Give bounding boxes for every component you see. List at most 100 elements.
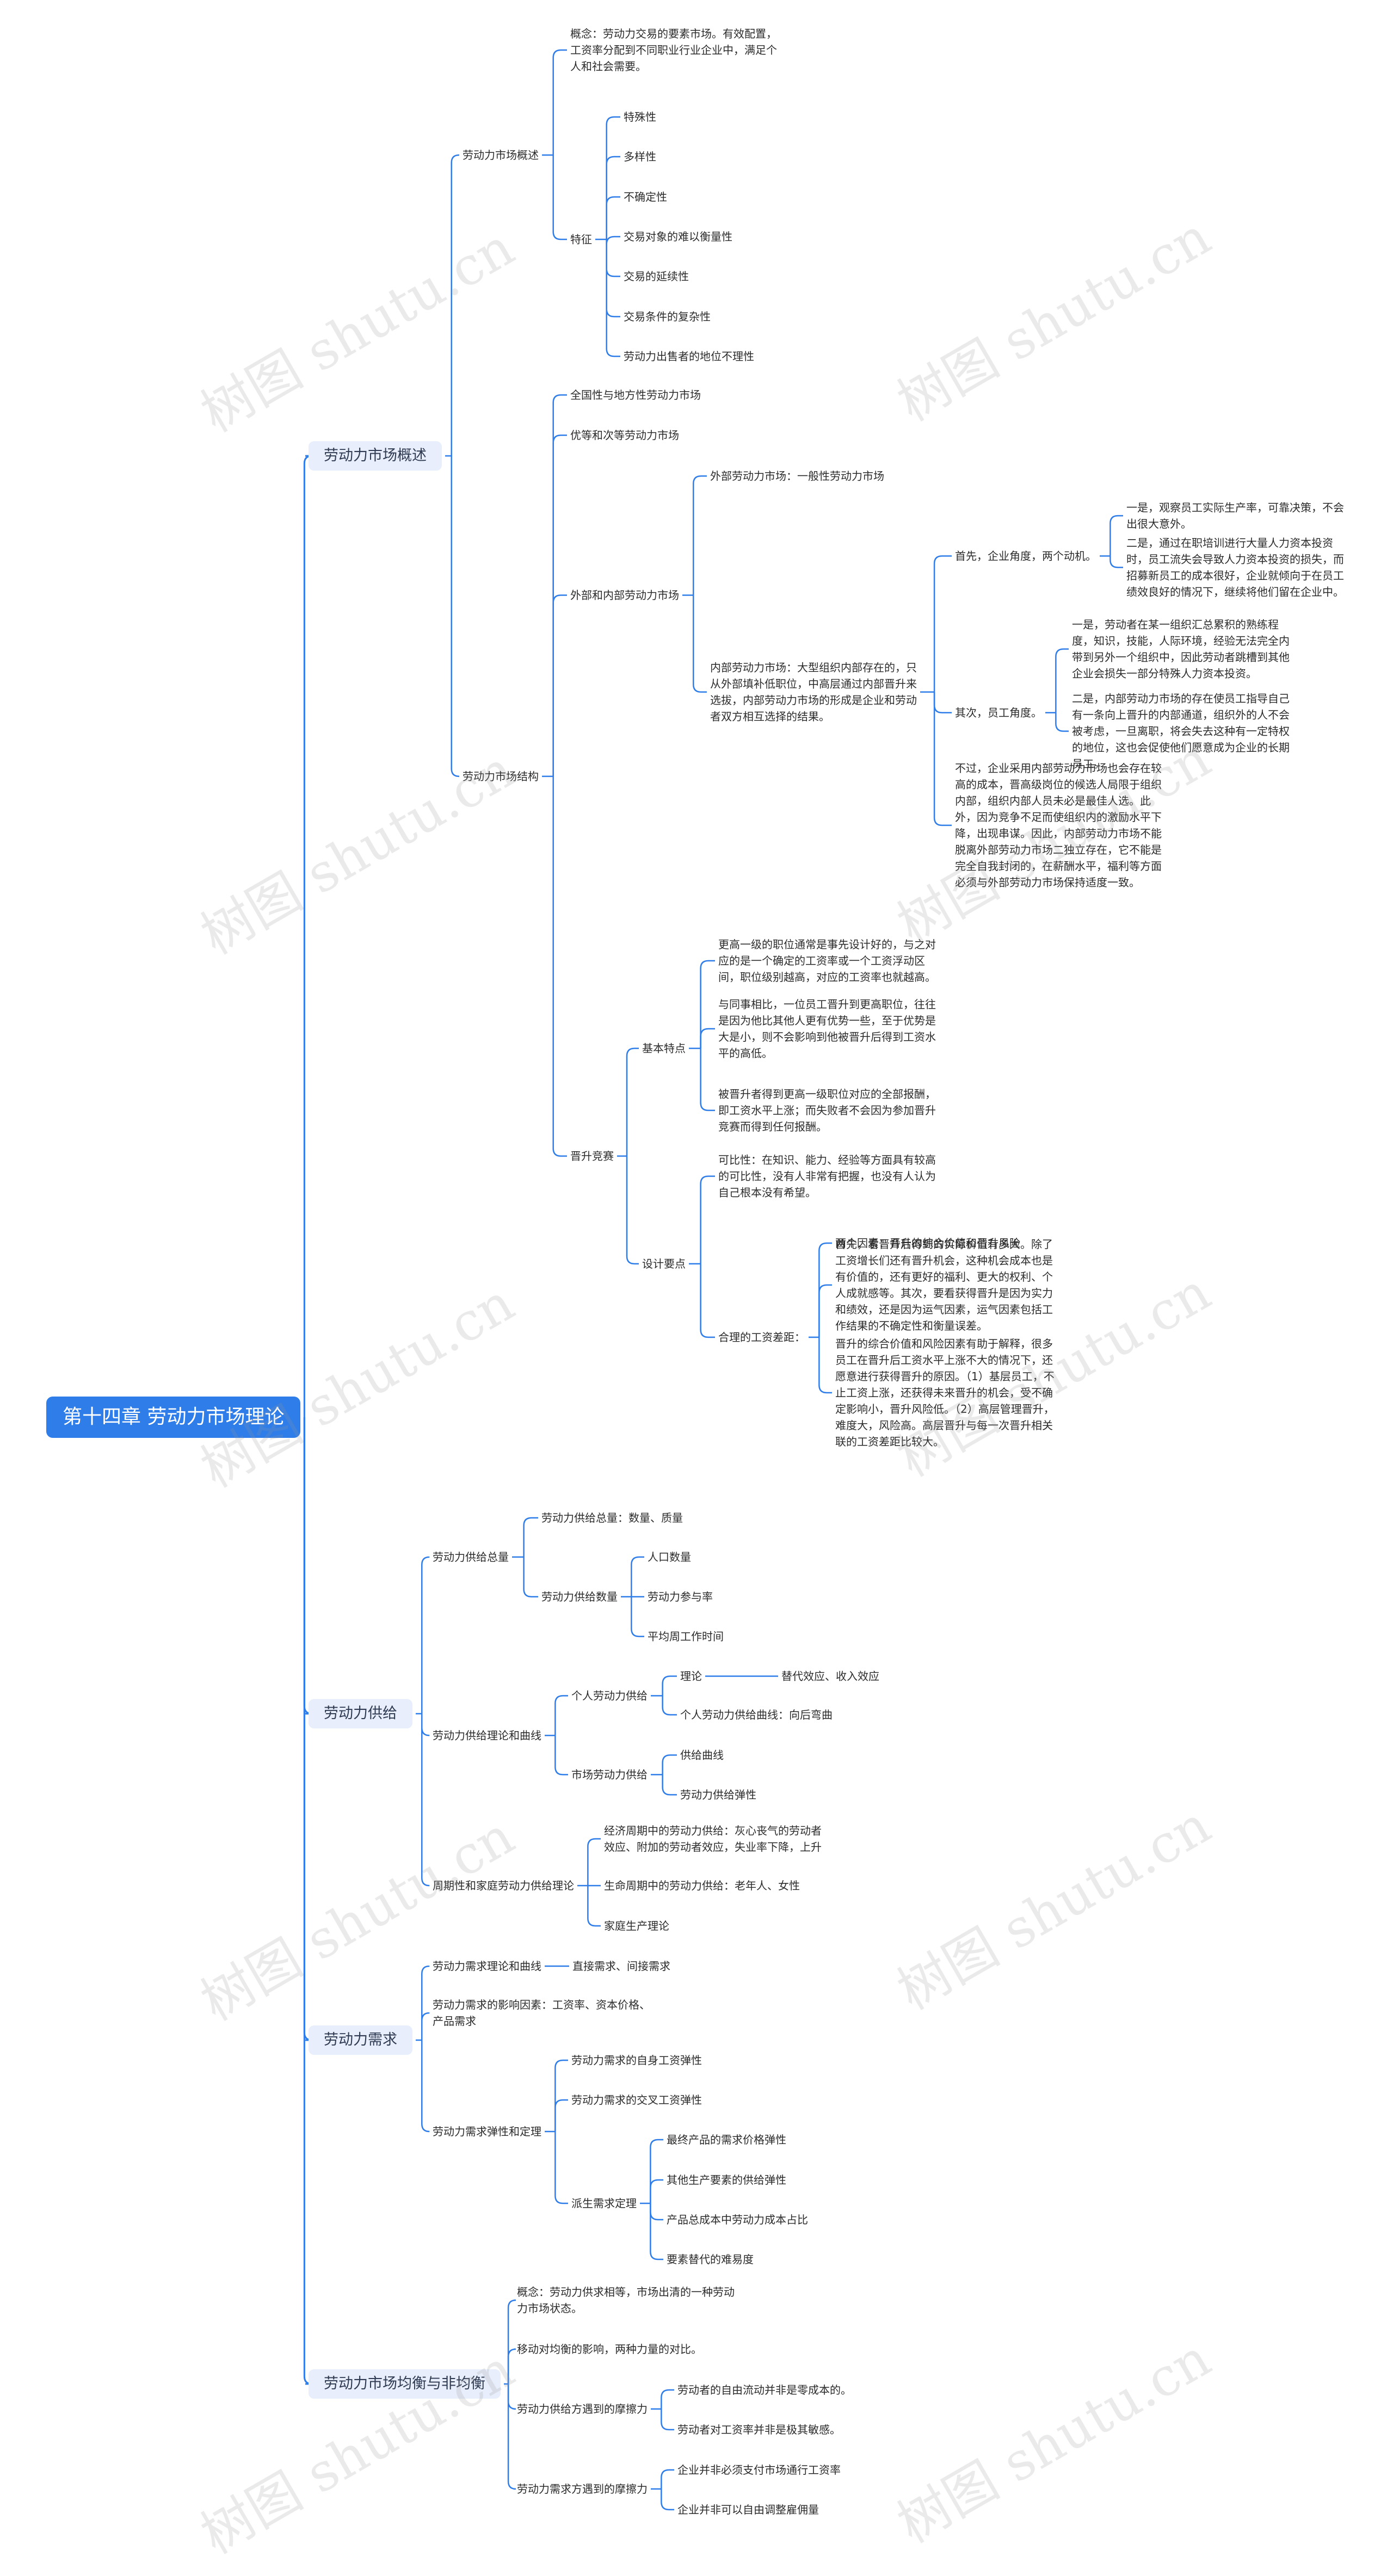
subtopic-node[interactable]: 不过，企业采用内部劳动力市场也会存在较高的成本，晋高级岗位的候选人局限于组织内部… (955, 762, 1162, 889)
subtopic-node[interactable]: 直接需求、间接需求 (572, 1960, 670, 1973)
connector-line (552, 594, 567, 776)
connector-line (933, 555, 952, 692)
subtopic-node[interactable]: 劳动力供给理论和曲线 (433, 1729, 541, 1742)
connector-line (303, 455, 312, 1417)
subtopic-node[interactable]: 理论 (680, 1670, 702, 1683)
subtopic-node[interactable]: 特殊性 (624, 110, 656, 123)
subtopic-node[interactable]: 更高一级的职位通常是事先设计好的，与之对应的是一个确定的工资率或一个工资浮动区间… (718, 938, 936, 984)
connector-line (554, 1735, 568, 1776)
subtopic-node[interactable]: 供给曲线 (680, 1749, 724, 1762)
subtopic-node[interactable]: 外部和内部劳动力市场 (570, 589, 679, 602)
subtopic-node[interactable]: 劳动力供给数量 (541, 1590, 618, 1603)
subtopic-node[interactable]: 市场劳动力供给 (571, 1768, 648, 1781)
subtopic-node[interactable]: 与同事相比，一位员工晋升到更高职位，往往是因为他比其他人更有优势一些，至于优势是… (718, 998, 936, 1060)
subtopic-node[interactable]: 劳动力市场结构 (463, 770, 539, 783)
subtopic-node[interactable]: 劳动力需求的自身工资弹性 (571, 2054, 702, 2067)
connector-line (554, 2059, 568, 2132)
subtopic-node[interactable]: 企业并非必须支付市场通行工资率 (677, 2463, 841, 2476)
connector-line (303, 1417, 312, 1715)
connector-line (631, 1556, 644, 1597)
subtopic-node[interactable]: 劳动力供给方遇到的摩擦力 (517, 2402, 648, 2416)
subtopic-node[interactable]: 首先，企业角度，两个动机。 (955, 549, 1096, 563)
subtopic-node[interactable]: 可比性：在知识、能力、经验等方面具有较高的可比性，没有人非常有把握，也没有人认为… (718, 1153, 936, 1199)
subtopic-node[interactable]: 优等和次等劳动力市场 (570, 429, 679, 442)
subtopic-node[interactable]: 概念：劳动力交易的要素市场。有效配置，工资率分配到不同职业行业企业中，满足个人和… (570, 27, 777, 73)
subtopic-node[interactable]: 经济周期中的劳动力供给：灰心丧气的劳动者效应、附加的劳动者效应，失业率下降，上升 (604, 1824, 822, 1854)
connector-line (451, 154, 459, 456)
subtopic-node[interactable]: 劳动者的自由流动并非是零成本的。 (677, 2383, 852, 2396)
connector-line (1055, 713, 1069, 732)
subtopic-node[interactable]: 交易的延续性 (624, 270, 689, 283)
subtopic-node[interactable]: 全国性与地方性劳动力市场 (570, 388, 701, 401)
subtopic-node[interactable]: 一是，观察员工实际生产率，可靠决策，不会出很大意外。 (1126, 501, 1344, 530)
connector-line (1110, 515, 1123, 556)
subtopic-node[interactable]: 劳动力供给弹性 (680, 1788, 756, 1801)
branch-topic[interactable]: 劳动力需求 (309, 2025, 412, 2055)
subtopic-node[interactable]: 劳动力需求弹性和定理 (433, 2125, 541, 2138)
connector-line (606, 116, 620, 239)
subtopic-node[interactable]: 周期性和家庭劳动力供给理论 (433, 1879, 574, 1892)
subtopic-node[interactable]: 多样性 (624, 150, 656, 163)
subtopic-node[interactable]: 企业并非可以自由调整雇佣量 (677, 2503, 819, 2516)
subtopic-node[interactable]: 替代效应、收入效应 (781, 1670, 879, 1683)
subtopic-node[interactable]: 其次，员工角度。 (955, 706, 1042, 719)
connector-line (626, 1156, 639, 1265)
subtopic-node[interactable]: 二是，通过在职培训进行大量人力资本投资时，员工流失会导致人力资本投资的损失，而招… (1126, 536, 1344, 598)
central-topic[interactable]: 第十四章 劳动力市场理论 (46, 1397, 301, 1438)
connector-line (662, 1675, 677, 1696)
subtopic-node[interactable]: 劳动力需求方遇到的摩擦力 (517, 2482, 648, 2495)
connector-line (523, 1517, 538, 1557)
branch-topic[interactable]: 劳动力供给 (309, 1699, 412, 1728)
subtopic-node[interactable]: 家庭生产理论 (604, 1919, 669, 1932)
subtopic-node[interactable]: 劳动力需求的影响因素：工资率、资本价格、产品需求 (433, 1998, 650, 2028)
subtopic-node[interactable]: 人口数量 (648, 1550, 691, 1564)
subtopic-node[interactable]: 两个因素：晋升的综合价值和晋升风险 (835, 1237, 1020, 1250)
subtopic-node[interactable]: 产品总成本中劳动力成本占比 (667, 2213, 808, 2226)
subtopic-node[interactable]: 劳动力出售者的地位不理性 (624, 350, 754, 363)
subtopic-node[interactable]: 交易对象的难以衡量性 (624, 230, 732, 243)
connector-line (626, 1047, 639, 1156)
connector-line (587, 1838, 601, 1886)
subtopic-node[interactable]: 平均周工作时间 (648, 1630, 724, 1643)
subtopic-node[interactable]: 二是，内部劳动力市场的存在使员工指导自己有一条向上晋升的内部通道，组织外的人不会… (1072, 692, 1290, 770)
connector-line (606, 196, 620, 239)
subtopic-node[interactable]: 合理的工资差距： (718, 1331, 805, 1344)
subtopic-node[interactable]: 个人劳动力供给 (571, 1689, 648, 1702)
subtopic-node[interactable]: 一是，劳动者在某一组织汇总累积的熟练程度，知识，技能，人际环境，经验无法完全内带… (1072, 618, 1290, 680)
subtopic-node[interactable]: 晋升竞赛 (570, 1150, 614, 1163)
subtopic-node[interactable]: 生命周期中的劳动力供给：老年人、女性 (604, 1879, 800, 1892)
subtopic-node[interactable]: 派生需求定理 (571, 2197, 637, 2210)
connector-line (661, 2489, 674, 2511)
connector-line (631, 1597, 644, 1638)
subtopic-node[interactable]: 个人劳动力供给曲线：向后弯曲 (680, 1708, 833, 1721)
subtopic-node[interactable]: 要素替代的难易度 (667, 2253, 754, 2266)
subtopic-node[interactable]: 晋升的综合价值和风险因素有助于解释，很多员工在晋升后工资水平上涨不大的情况下，还… (835, 1337, 1055, 1448)
subtopic-node[interactable]: 劳动力供给总量 (433, 1550, 509, 1564)
connector-line (650, 2179, 663, 2203)
subtopic-node[interactable]: 基本特点 (642, 1042, 686, 1055)
connector-line (693, 475, 707, 595)
subtopic-node[interactable]: 劳动力需求的交叉工资弹性 (571, 2093, 702, 2106)
subtopic-node[interactable]: 首先，看晋升后得到的实际价值有多大。除了工资增长们还有晋升机会，这种机会成本也是… (835, 1238, 1053, 1332)
subtopic-node[interactable]: 劳动者对工资率并非是极其敏感。 (677, 2423, 841, 2436)
subtopic-node[interactable]: 最终产品的需求价格弹性 (667, 2133, 786, 2146)
subtopic-node[interactable]: 移动对均衡的影响，两种力量的对比。 (517, 2343, 702, 2356)
subtopic-node[interactable]: 劳动力市场概述 (463, 149, 539, 162)
branch-topic[interactable]: 劳动力市场概述 (309, 441, 442, 471)
subtopic-node[interactable]: 被晋升者得到更高一级职位对应的全部报酬，即工资水平上涨；而失败者不会因为参加晋升… (718, 1088, 936, 1133)
subtopic-node[interactable]: 不确定性 (624, 190, 667, 203)
subtopic-node[interactable]: 劳动力供给总量：数量、质量 (541, 1511, 683, 1524)
branch-topic[interactable]: 劳动力市场均衡与非均衡 (309, 2369, 501, 2399)
subtopic-node[interactable]: 设计要点 (642, 1257, 686, 1270)
subtopic-node[interactable]: 外部劳动力市场：一般性劳动力市场 (710, 470, 884, 483)
subtopic-node[interactable]: 特征 (570, 233, 592, 246)
subtopic-node[interactable]: 交易条件的复杂性 (624, 310, 711, 323)
subtopic-node[interactable]: 其他生产要素的供给弹性 (667, 2173, 786, 2186)
subtopic-node[interactable]: 劳动力参与率 (648, 1590, 713, 1603)
subtopic-node[interactable]: 劳动力需求理论和曲线 (433, 1960, 541, 1973)
connector-line (700, 1028, 715, 1048)
subtopic-node[interactable]: 内部劳动力市场：大型组织内部存在的，只从外部填补低职位，中高层通过内部晋升来选拔… (710, 661, 917, 723)
connector-line (661, 2469, 674, 2489)
subtopic-node[interactable]: 概念：劳动力供求相等，市场出清的一种劳动力市场状态。 (517, 2285, 735, 2315)
